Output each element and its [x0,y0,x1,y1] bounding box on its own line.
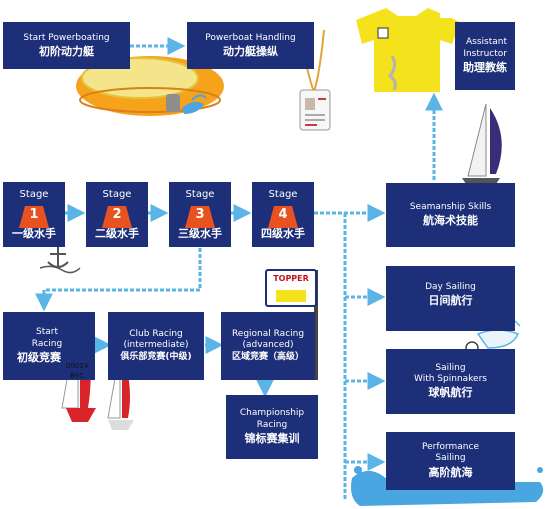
stage-number: 4 [278,207,288,222]
box-title-en: Regional Racing (advanced) [231,328,305,350]
box-title-zh: 球帆航行 [428,386,473,400]
box-title-en: Day Sailing [425,282,476,292]
box-title-zh: 高阶航海 [428,465,473,479]
box-title-zh: 俱乐部竞赛(中级) [120,352,192,363]
box-title-zh: 助理教练 [463,60,507,74]
boat-sail-number: 00014 [66,362,89,370]
box-title-zh: 区域竞赛（高级） [231,352,304,363]
arrow-stage3-to-start-racing [35,248,202,312]
boat-club-label: BSC [70,372,85,380]
box-title-zh: 动力艇操纵 [223,44,278,58]
stage-number: 1 [29,207,39,222]
stage-label: Stage [268,189,298,200]
stage-title-zh: 二级水手 [95,227,139,241]
box-title-en: Assistant Instructor [463,37,507,59]
powerboat-illustration [76,56,224,116]
box-title-zh: 日间航行 [428,294,473,308]
box-title-en: Start Powerboating [23,32,110,43]
stage-title-zh: 一级水手 [12,227,56,241]
stage-3-box: Stage 3 三级水手 [169,182,231,247]
box-title-zh: 初阶动力艇 [39,44,94,58]
box-title-zh: 锦标赛集训 [244,431,300,445]
box-title-en: Sailing With Spinnakers [414,362,487,385]
box-title-en: Club Racing (intermediate) [123,328,189,350]
start-racing-box: Start Racing 初级竞赛 [3,312,95,380]
box-title-en: Performance Sailing [421,442,480,464]
day-sailing-box: Day Sailing 日间航行 [386,266,515,331]
stage-label: Stage [102,189,132,200]
stage-number: 3 [195,207,205,222]
performance-sailing-box: Performance Sailing 高阶航海 [386,432,515,490]
box-title-en: Seamanship Skills [409,202,492,212]
seamanship-skills-box: Seamanship Skills 航海术技能 [386,183,515,247]
sailing-with-spinnakers-box: Sailing With Spinnakers 球帆航行 [386,349,515,414]
stage-title-zh: 四级水手 [261,227,305,241]
lanyard-card-illustration [299,29,331,131]
stage-number: 2 [112,207,122,222]
powerboat-handling-box: Powerboat Handling 动力艇操纵 [187,22,314,69]
stage-label: Stage [185,189,215,200]
regional-racing-box: Regional Racing (advanced) 区域竞赛（高级） [221,312,315,380]
topper-sign-text: TOPPER [273,274,309,283]
sailboat-illustration-top [462,103,502,184]
box-title-en: Championship Racing [239,408,305,430]
club-racing-box: Club Racing (intermediate) 俱乐部竞赛(中级) [108,312,204,380]
stage-title-zh: 三级水手 [178,227,222,241]
championship-racing-box: Championship Racing 锦标赛集训 [226,395,318,459]
tshirt-illustration [356,8,460,92]
assistant-instructor-box: Assistant Instructor 助理教练 [455,22,515,90]
box-title-en: Start Racing [31,327,63,349]
stage-label: Stage [19,189,49,200]
topper-sign-illustration [265,269,318,380]
box-title-en: Powerboat Handling [205,32,296,43]
box-title-zh: 初级竞赛 [17,350,61,364]
start-powerboating-box: Start Powerboating 初阶动力艇 [3,22,130,69]
box-title-zh: 航海术技能 [423,214,478,228]
